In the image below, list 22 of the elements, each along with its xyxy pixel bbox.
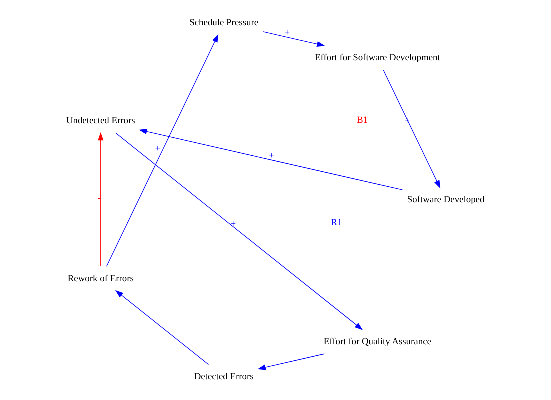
arrow: [139, 128, 404, 190]
node-text: Rework of Errors: [68, 274, 134, 284]
node-text: Schedule Pressure: [190, 18, 259, 28]
arrow: [98, 132, 104, 267]
edge-label: +: [230, 220, 236, 230]
arrow: [258, 354, 325, 370]
edge-label: +: [269, 151, 274, 162]
arrow: [263, 32, 326, 48]
node-text: Software Developed: [407, 196, 485, 206]
node-text: Effort for Quality Assurance: [324, 337, 432, 348]
arrow: [116, 133, 364, 330]
node-text: Effort for Software Development: [315, 54, 440, 64]
label: B1: [356, 116, 368, 126]
node-text: Undetected Errors: [66, 116, 136, 127]
label: R1: [331, 218, 342, 228]
arrow: [106, 34, 219, 267]
edge-label: +: [155, 144, 161, 154]
edge-label: +: [284, 28, 290, 39]
arrow: [383, 70, 441, 189]
node-text: Detected Errors: [194, 372, 254, 383]
arrow: [115, 290, 210, 366]
edge-label: -: [98, 194, 101, 204]
